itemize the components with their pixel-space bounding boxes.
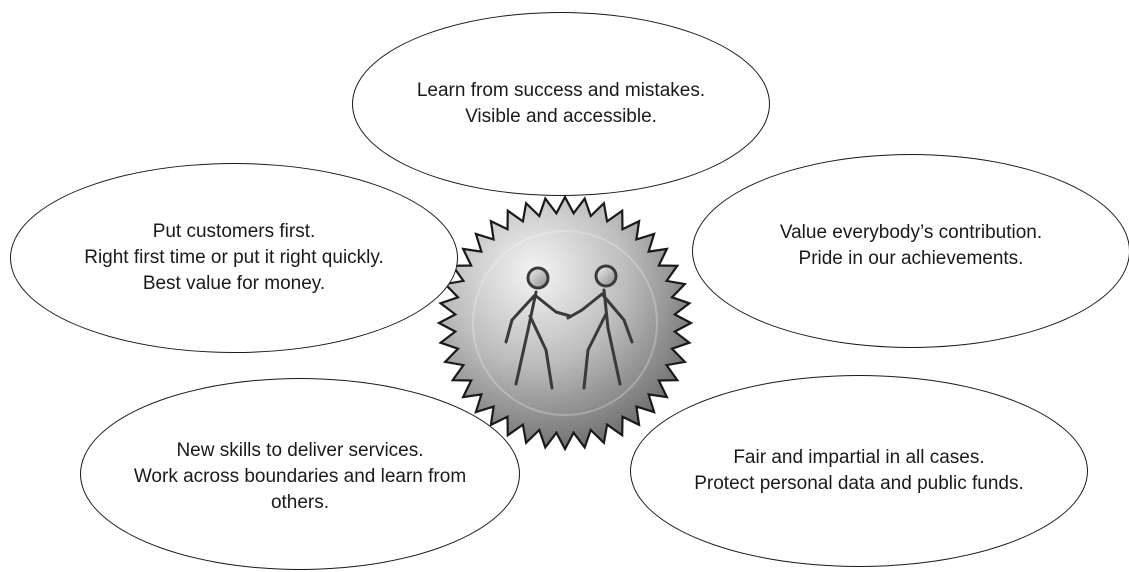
bubble-line: Learn from success and mistakes. <box>416 80 706 101</box>
bubble-line: New skills to deliver services. <box>176 440 424 461</box>
bubble-line: Fair and impartial in all cases. <box>733 447 985 468</box>
value-bubble-bottom-left: New skills to deliver services. Work acr… <box>80 378 520 570</box>
person-right-icon <box>566 264 634 390</box>
value-bubble-right: Value everybody’s contribution. Pride in… <box>692 154 1129 348</box>
value-bubble-top: Learn from success and mistakes. Visible… <box>352 12 770 196</box>
bubble-line: others. <box>270 492 330 513</box>
bubble-line: Work across boundaries and learn from <box>133 466 467 487</box>
bubble-line: Visible and accessible. <box>465 106 657 127</box>
bubble-line: Pride in our achievements. <box>798 248 1024 269</box>
handshake-seal-icon <box>436 194 694 452</box>
bubble-line: Put customers first. <box>152 221 316 242</box>
value-bubble-bottom-right: Fair and impartial in all cases. Protect… <box>630 375 1088 567</box>
bubble-line: Value everybody’s contribution. <box>779 222 1043 243</box>
person-left-icon <box>504 266 572 390</box>
bubble-line: Right first time or put it right quickly… <box>84 247 384 268</box>
bubble-line: Protect personal data and public funds. <box>694 473 1024 494</box>
value-bubble-left: Put customers first. Right first time or… <box>10 163 458 353</box>
bubble-line: Best value for money. <box>142 273 326 294</box>
seal-burst <box>436 194 694 452</box>
